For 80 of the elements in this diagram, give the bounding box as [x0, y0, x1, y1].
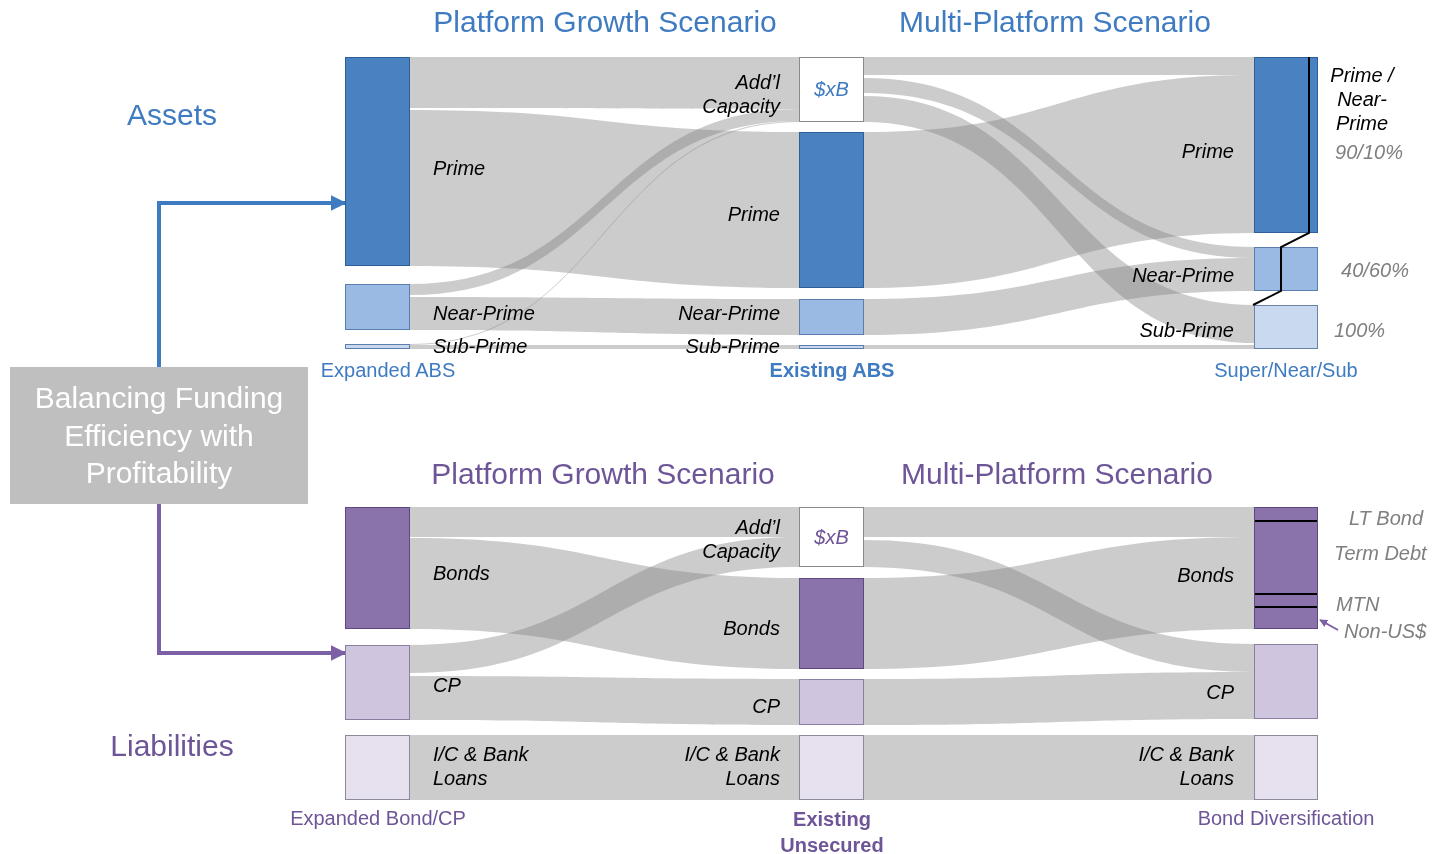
- flow-label: Near-Prime: [677, 301, 780, 325]
- stacked-bar: [799, 735, 864, 800]
- column-header: Prime / Near-Prime: [1329, 63, 1396, 135]
- flow-label: Prime: [726, 202, 780, 226]
- stacked-bar: [345, 284, 410, 330]
- flow-band: [410, 345, 799, 349]
- flow-label: Sub-Prime: [1138, 318, 1234, 342]
- column-caption: Existing Unsecured: [779, 807, 885, 854]
- flow-label: Sub-Prime: [433, 334, 529, 358]
- stacked-bar: [345, 344, 410, 349]
- capacity-box: $xB: [799, 57, 864, 122]
- flow-band: [410, 297, 799, 335]
- flow-label: CP: [433, 673, 462, 697]
- flow-label: I/C & Bank Loans: [433, 742, 530, 790]
- column-caption: Expanded Bond/CP: [289, 806, 467, 830]
- flow-band: [864, 735, 1254, 800]
- column-caption: Bond Diversification: [1196, 806, 1376, 830]
- flow-band: [864, 258, 1254, 335]
- flow-label: Near-Prime: [1131, 263, 1234, 287]
- section-heading: Assets: [126, 97, 218, 133]
- segment-label: Term Debt: [1334, 541, 1428, 565]
- flow-label: Bonds: [433, 561, 491, 585]
- stacked-bar: [1254, 644, 1318, 719]
- flow-label: Bonds: [722, 616, 780, 640]
- flow-label: Prime: [433, 156, 487, 180]
- flow-label: Prime: [1180, 139, 1234, 163]
- stacked-bar: [345, 507, 410, 629]
- scenario-heading: Platform Growth Scenario: [432, 4, 778, 40]
- stacked-bar: [799, 132, 864, 288]
- flow-label: Add’l Capacity: [701, 515, 780, 563]
- flow-band: [864, 507, 1254, 537]
- flow-band: [410, 57, 799, 109]
- stacked-bar: [1254, 247, 1318, 291]
- flow-label: I/C & Bank Loans: [683, 742, 780, 790]
- connector-arrow: [157, 195, 347, 367]
- flow-label: CP: [751, 694, 780, 718]
- annotation-text: Non-US$: [1344, 618, 1436, 644]
- leader-arrow: [1319, 619, 1339, 631]
- stacked-bar: [345, 645, 410, 720]
- scenario-heading: Platform Growth Scenario: [430, 456, 776, 492]
- flow-band: [410, 121, 799, 345]
- flow-band: [864, 345, 1254, 349]
- flow-band: [864, 96, 1254, 343]
- percentage-label: 100%: [1332, 318, 1387, 342]
- flow-label: Near-Prime: [433, 301, 536, 325]
- stacked-bar: [1254, 305, 1318, 349]
- column-caption: Expanded ABS: [319, 358, 457, 382]
- stacked-bar: [345, 57, 410, 266]
- flow-label: I/C & Bank Loans: [1137, 742, 1234, 790]
- flow-label: CP: [1205, 680, 1234, 704]
- flow-band: [864, 75, 1254, 288]
- flow-band: [864, 78, 1254, 258]
- column-caption: Super/Near/Sub: [1213, 358, 1359, 382]
- stacked-bar: [799, 345, 864, 349]
- stacked-bar: [345, 735, 410, 800]
- callout-box: Balancing Funding Efficiency with Profitability: [10, 367, 308, 504]
- stacked-bar: [1254, 735, 1318, 800]
- percentage-label: 40/60%: [1340, 258, 1410, 282]
- flow-band: [864, 57, 1254, 75]
- scenario-heading: Multi-Platform Scenario: [898, 4, 1212, 40]
- stacked-bar: [799, 679, 864, 725]
- connector-arrow: [157, 504, 347, 661]
- capacity-box: $xB: [799, 507, 864, 567]
- stacked-bar: [1254, 507, 1318, 629]
- flow-label: Add’l Capacity: [701, 70, 780, 118]
- stacked-bar: [799, 578, 864, 669]
- stacked-bar: [799, 299, 864, 335]
- column-caption: Existing ABS: [768, 358, 896, 382]
- flow-band: [410, 507, 799, 537]
- flow-label: Bonds: [1176, 563, 1234, 587]
- section-heading: Liabilities: [109, 728, 235, 764]
- flow-label: Sub-Prime: [684, 334, 780, 358]
- stacked-bar: [1254, 57, 1318, 233]
- segment-label: LT Bond: [1347, 506, 1425, 530]
- percentage-label: 90/10%: [1334, 140, 1404, 164]
- flow-band: [410, 735, 799, 800]
- segment-label: MTN: [1336, 592, 1381, 616]
- scenario-heading: Multi-Platform Scenario: [900, 456, 1214, 492]
- flow-band: [410, 676, 799, 725]
- flow-band: [864, 672, 1254, 725]
